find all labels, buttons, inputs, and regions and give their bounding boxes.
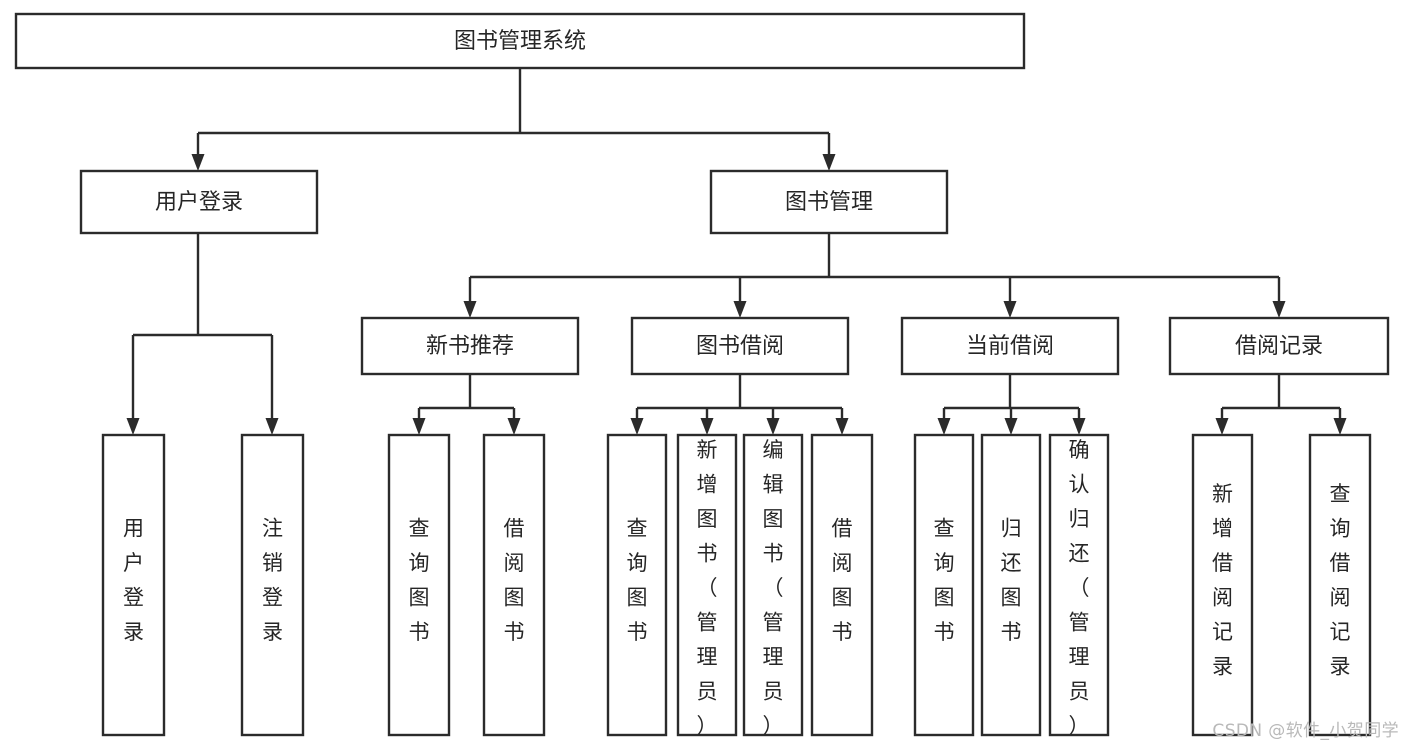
connector-group <box>630 374 849 435</box>
node-label: 图书管理 <box>785 190 873 215</box>
node-leaf-query-book-rec[interactable]: 查询图书 <box>387 433 451 737</box>
node-label: 归还图书 <box>1001 516 1022 644</box>
node-label: 查询图书 <box>627 516 648 644</box>
connector-layer <box>126 68 1347 435</box>
node-label: 查询图书 <box>409 516 430 644</box>
node-user-login[interactable]: 用户登录 <box>79 169 319 235</box>
node-label: 查询图书 <box>934 516 955 644</box>
node-leaf-query-record[interactable]: 查询借阅记录 <box>1308 433 1372 737</box>
connector-group <box>412 374 521 435</box>
node-label: 当前借阅 <box>966 334 1054 359</box>
node-label: 用户登录 <box>155 190 243 215</box>
connector-group <box>126 233 279 435</box>
node-current-borrow[interactable]: 当前借阅 <box>900 316 1120 376</box>
node-borrow-record[interactable]: 借阅记录 <box>1168 316 1390 376</box>
connector-group <box>1215 374 1347 435</box>
node-leaf-borrow-book-rec[interactable]: 借阅图书 <box>482 433 546 737</box>
node-label: 注销登录 <box>262 516 283 644</box>
node-label: 确认归还（管理员） <box>1069 438 1090 738</box>
node-label: 图书借阅 <box>696 334 784 359</box>
node-label: 新增借阅记录 <box>1212 482 1233 679</box>
node-layer: 图书管理系统用户登录图书管理新书推荐图书借阅当前借阅借阅记录用户登录注销登录查询… <box>14 12 1390 738</box>
node-leaf-logout[interactable]: 注销登录 <box>240 433 305 737</box>
node-label: 查询借阅记录 <box>1330 482 1351 679</box>
node-leaf-add-book[interactable]: 新增图书（管理员） <box>676 433 738 738</box>
node-leaf-query-book-cb[interactable]: 查询图书 <box>913 433 975 737</box>
watermark-label: CSDN @软件_小贺同学 <box>1212 721 1399 741</box>
node-label: 图书管理系统 <box>454 29 586 54</box>
node-book-borrow[interactable]: 图书借阅 <box>630 316 850 376</box>
node-book-manage[interactable]: 图书管理 <box>709 169 949 235</box>
node-leaf-borrow-book-bb[interactable]: 借阅图书 <box>810 433 874 737</box>
connector-group <box>191 68 836 171</box>
node-leaf-query-book-bb[interactable]: 查询图书 <box>606 433 668 737</box>
node-label: 新书推荐 <box>426 334 514 359</box>
node-label: 借阅图书 <box>504 516 525 644</box>
node-leaf-add-record[interactable]: 新增借阅记录 <box>1191 433 1254 737</box>
node-root[interactable]: 图书管理系统 <box>14 12 1026 70</box>
node-leaf-confirm-return[interactable]: 确认归还（管理员） <box>1048 433 1110 738</box>
node-new-book-rec[interactable]: 新书推荐 <box>360 316 580 376</box>
node-label: 借阅图书 <box>832 516 853 644</box>
connector-group <box>463 233 1286 318</box>
node-label: 新增图书（管理员） <box>697 438 718 738</box>
node-label: 用户登录 <box>123 516 144 644</box>
node-leaf-user-login[interactable]: 用户登录 <box>101 433 166 737</box>
node-leaf-edit-book[interactable]: 编辑图书（管理员） <box>742 433 804 738</box>
node-leaf-return-book[interactable]: 归还图书 <box>980 433 1042 737</box>
node-label: 编辑图书（管理员） <box>763 438 784 738</box>
node-label: 借阅记录 <box>1235 334 1323 359</box>
connector-group <box>937 374 1086 435</box>
